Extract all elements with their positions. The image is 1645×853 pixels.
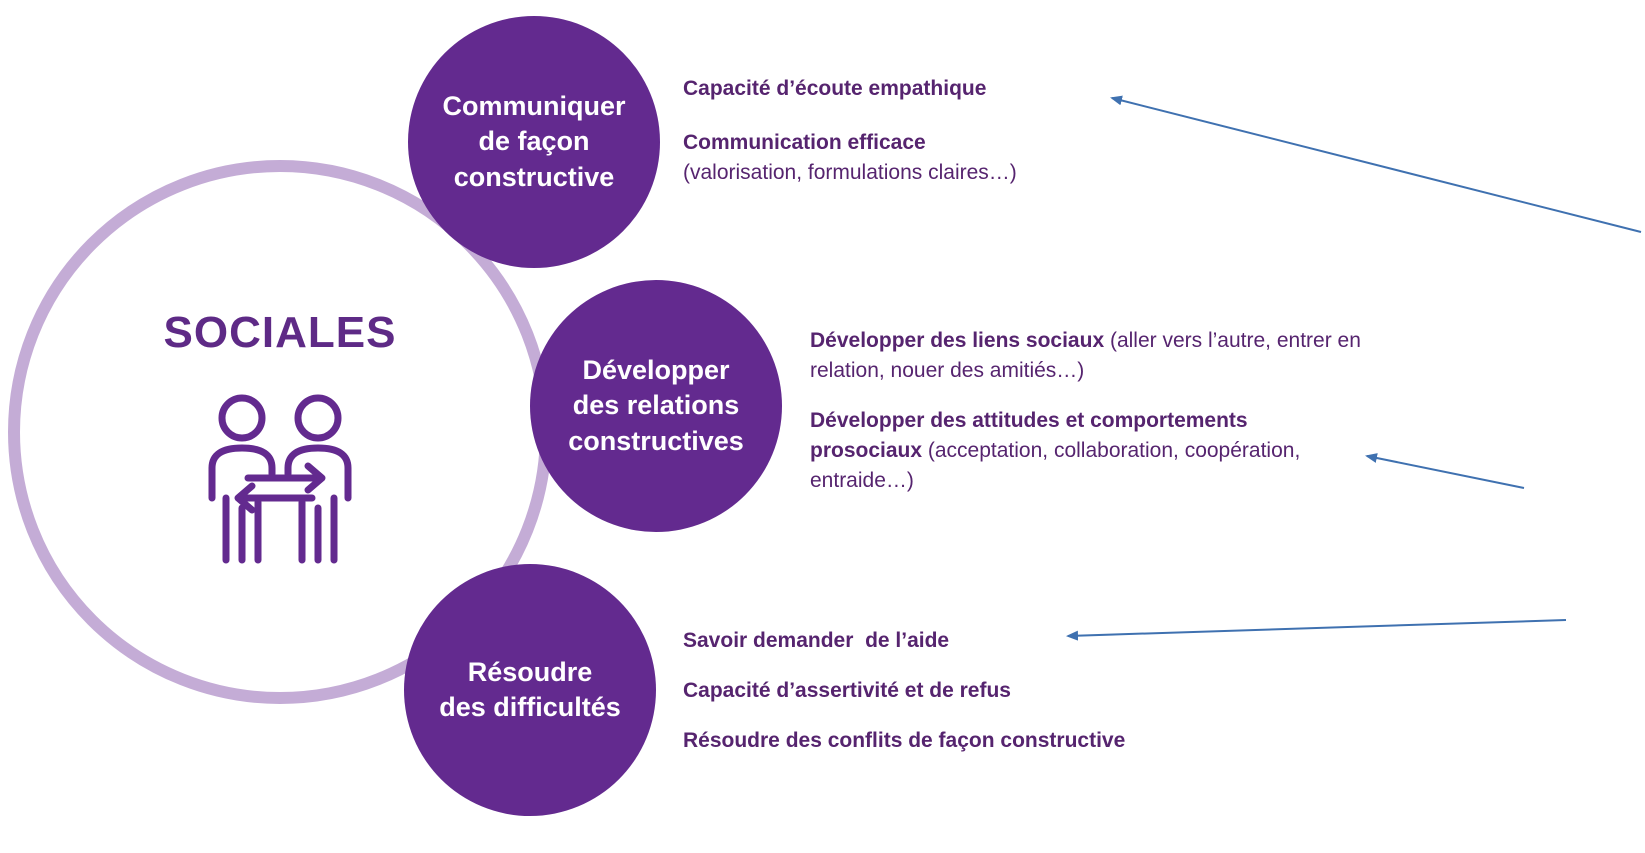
bubble-communicate-label: Communiquer de façon constructive bbox=[442, 91, 626, 192]
arrow-3 bbox=[1066, 619, 1567, 641]
bubble-relations: Développer des relations constructives bbox=[530, 280, 782, 532]
item-empathic-listening-text: Capacité d’écoute empathique bbox=[683, 77, 987, 100]
bubble-difficulties-label: Résoudre des difficultés bbox=[439, 656, 621, 722]
item-ask-help-text: Savoir demander de l’aide bbox=[683, 629, 950, 652]
item-social-links-detail: (aller vers l’autre, entrer en relation,… bbox=[810, 329, 1361, 382]
item-effective-communication: Communication efficace (valorisation, fo… bbox=[683, 128, 1203, 188]
center-title: SOCIALES bbox=[163, 308, 397, 357]
item-effective-communication-detail: (valorisation, formulations claires…) bbox=[683, 161, 1017, 184]
item-prosocial: Développer des attitudes et comportement… bbox=[810, 406, 1350, 496]
item-ask-help: Savoir demander de l’aide bbox=[683, 626, 949, 656]
bubble-relations-label: Développer des relations constructives bbox=[568, 355, 744, 456]
item-assertiveness-text: Capacité d’assertivité et de refus bbox=[683, 679, 1011, 702]
item-social-links-title: Développer des liens sociaux bbox=[810, 329, 1105, 352]
item-resolve-conflicts-text: Résoudre des conflits de façon construct… bbox=[683, 729, 1126, 752]
arrow-2 bbox=[1365, 453, 1525, 489]
two-people-exchange-icon bbox=[208, 394, 352, 564]
item-assertiveness: Capacité d’assertivité et de refus bbox=[683, 676, 1011, 706]
bubble-communicate: Communiquer de façon constructive bbox=[408, 16, 660, 268]
item-prosocial-detail: (acceptation, collaboration, coopération… bbox=[810, 439, 1301, 492]
bubble-difficulties: Résoudre des difficultés bbox=[404, 564, 656, 816]
item-social-links: Développer des liens sociaux (aller vers… bbox=[810, 326, 1380, 386]
item-effective-communication-title: Communication efficace bbox=[683, 131, 926, 154]
item-prosocial-title: Développer des attitudes et comportement… bbox=[810, 409, 1248, 462]
item-resolve-conflicts: Résoudre des conflits de façon construct… bbox=[683, 726, 1125, 756]
item-empathic-listening: Capacité d’écoute empathique bbox=[683, 74, 986, 104]
